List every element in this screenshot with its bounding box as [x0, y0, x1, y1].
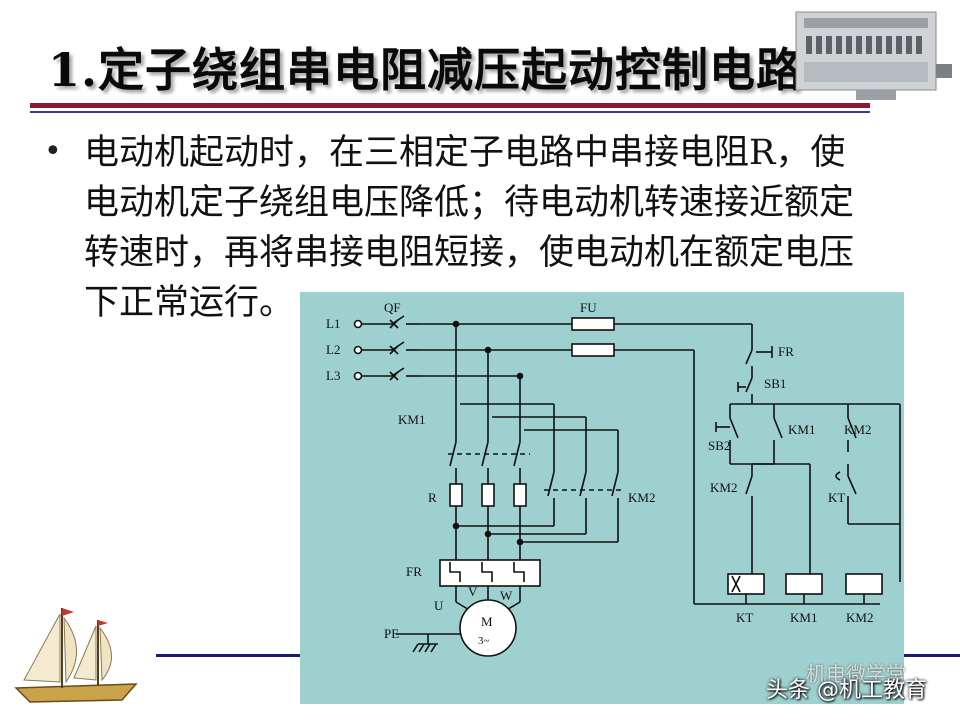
label-u: U — [434, 598, 444, 613]
label-km1-aux: KM1 — [788, 422, 815, 437]
label-qf: QF — [384, 300, 401, 315]
label-sb1: SB1 — [764, 376, 786, 391]
label-motor-phase: 3~ — [478, 635, 490, 647]
label-fu: FU — [580, 300, 597, 315]
body-line: 电动机定子绕组电压降低；待电动机转速接近额定 — [84, 183, 855, 223]
body-line: 电动机起动时，在三相定子电路中串接电阻R，使 — [84, 133, 846, 173]
title-underline-accent — [30, 111, 870, 113]
label-fr-main: FR — [406, 564, 422, 579]
label-w: W — [500, 588, 513, 603]
footer-rule-left — [156, 654, 300, 657]
label-fr-ctrl: FR — [778, 344, 794, 359]
label-coil-kt: KT — [736, 610, 753, 625]
plc-device-image — [795, 11, 952, 100]
label-sb2: SB2 — [708, 438, 730, 453]
label-motor: M — [481, 614, 493, 629]
label-coil-km1: KM1 — [790, 610, 817, 625]
slide-title: 1.定子绕组串电阻减压起动控制电路 — [48, 43, 804, 97]
bullet-marker: • — [44, 134, 62, 169]
label-km2-aux: KM2 — [844, 422, 871, 437]
label-kt-contact: KT — [828, 490, 845, 505]
body-paragraph: 电动机起动时，在三相定子电路中串接电阻R，使 电动机定子绕组电压降低；待电动机转… — [84, 128, 914, 328]
body-line: 转速时，再将串接电阻短接，使电动机在额定电压 — [84, 233, 855, 273]
label-km2-main: KM2 — [628, 490, 655, 505]
footer-rule-right — [904, 654, 960, 657]
label-km2-nc: KM2 — [710, 480, 737, 495]
label-l2: L2 — [326, 342, 340, 357]
body-line: 下正常运行。 — [84, 283, 295, 323]
label-v: V — [468, 584, 478, 599]
circuit-diagram: QF FU L1 L2 L3 KM1 R KM2 FR U V W PE M 3… — [300, 292, 904, 704]
watermark: 头条 @机工教育 — [766, 678, 927, 703]
circuit-diagram-svg: QF FU L1 L2 L3 KM1 R KM2 FR U V W PE M 3… — [326, 300, 901, 657]
title-underline — [30, 103, 870, 108]
label-l1: L1 — [326, 316, 340, 331]
label-km1-main: KM1 — [398, 412, 425, 427]
label-l3: L3 — [326, 368, 340, 383]
watermark-faded: 机电微学堂 — [806, 662, 906, 686]
label-coil-km2: KM2 — [846, 610, 873, 625]
sailboat-image — [14, 608, 138, 703]
label-pe: PE — [384, 626, 399, 641]
label-resistor: R — [428, 490, 437, 505]
